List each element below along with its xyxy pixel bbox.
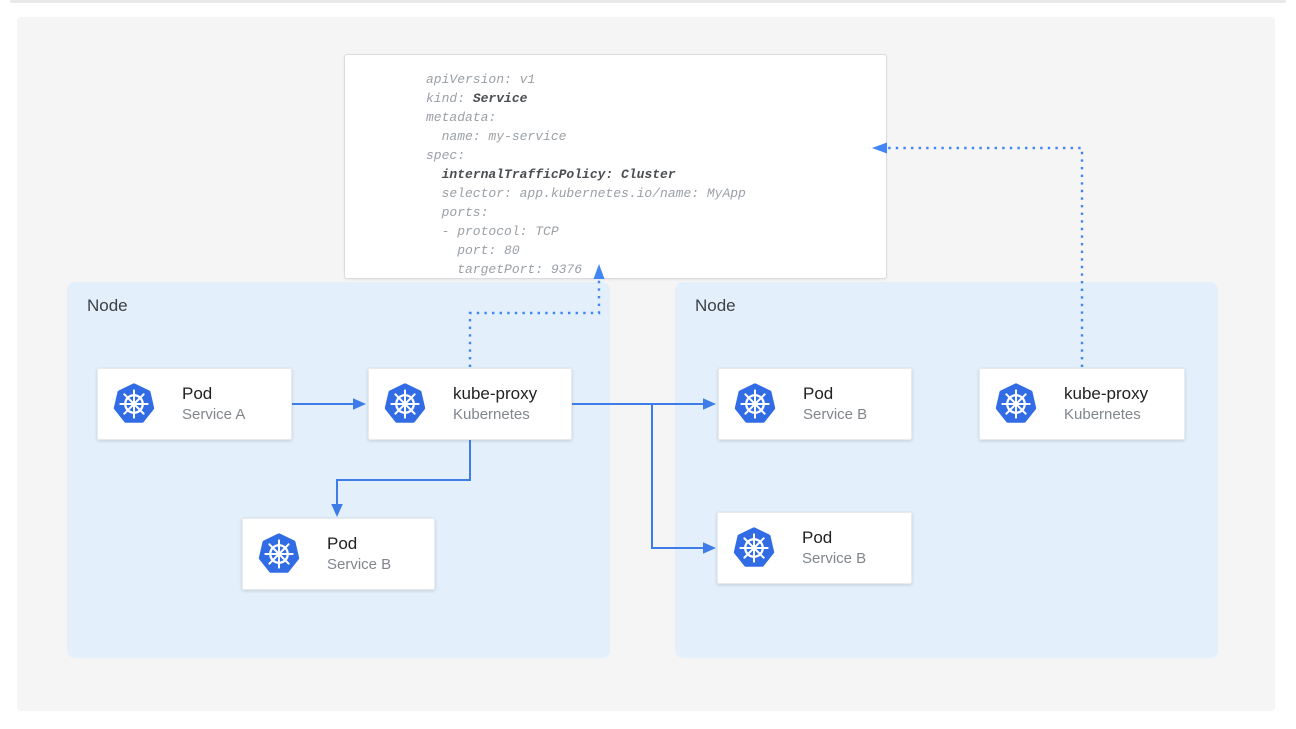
yaml-line: metadata:	[426, 110, 497, 125]
card-title: kube-proxy	[453, 384, 538, 403]
card-subtitle: Kubernetes	[1064, 406, 1141, 423]
card-pod-service-b-right-top: Pod Service B	[718, 368, 912, 440]
kubernetes-icon	[733, 527, 775, 569]
kubernetes-icon	[734, 383, 776, 425]
card-title: Pod	[327, 534, 358, 553]
card-subtitle: Service B	[327, 556, 392, 573]
kubernetes-icon	[258, 533, 300, 575]
kubernetes-icon	[995, 383, 1037, 425]
node-right-label: Node	[695, 296, 736, 315]
node-right: Node Pod Service B Pod Service B kube-pr…	[675, 282, 1218, 658]
node-left: Node Pod Service A kube-proxy Kubernetes…	[67, 282, 610, 658]
card-kube-proxy-right: kube-proxy Kubernetes	[979, 368, 1185, 440]
card-kube-proxy-left: kube-proxy Kubernetes	[368, 368, 572, 440]
card-pod-service-a: Pod Service A	[97, 368, 292, 440]
yaml-line: apiVersion: v1	[426, 72, 536, 87]
yaml-line: ports:	[426, 205, 489, 220]
service-yaml-box: apiVersion: v1 kind: Service metadata: n…	[344, 54, 887, 279]
yaml-line: port: 80	[426, 243, 520, 258]
node-left-label: Node	[87, 296, 128, 315]
yaml-line: kind: Service	[426, 91, 528, 106]
card-subtitle: Kubernetes	[453, 406, 530, 423]
card-subtitle: Service B	[803, 406, 868, 423]
card-pod-service-b-left: Pod Service B	[242, 518, 435, 590]
card-title: Pod	[182, 384, 213, 403]
yaml-line: spec:	[426, 148, 466, 163]
yaml-line: internalTrafficPolicy: Cluster	[441, 167, 676, 182]
kubernetes-icon	[384, 383, 426, 425]
card-subtitle: Service A	[182, 406, 246, 423]
top-divider	[10, 0, 1286, 3]
kubernetes-icon	[113, 383, 155, 425]
yaml-line: targetPort: 9376	[426, 262, 583, 277]
card-title: Pod	[803, 384, 834, 403]
card-pod-service-b-right-bottom: Pod Service B	[717, 512, 912, 584]
yaml-line: - protocol: TCP	[426, 224, 559, 239]
yaml-line: selector: app.kubernetes.io/name: MyApp	[426, 186, 746, 201]
yaml-line: name: my-service	[426, 129, 567, 144]
card-subtitle: Service B	[802, 550, 867, 567]
card-title: Pod	[802, 528, 833, 547]
card-title: kube-proxy	[1064, 384, 1149, 403]
